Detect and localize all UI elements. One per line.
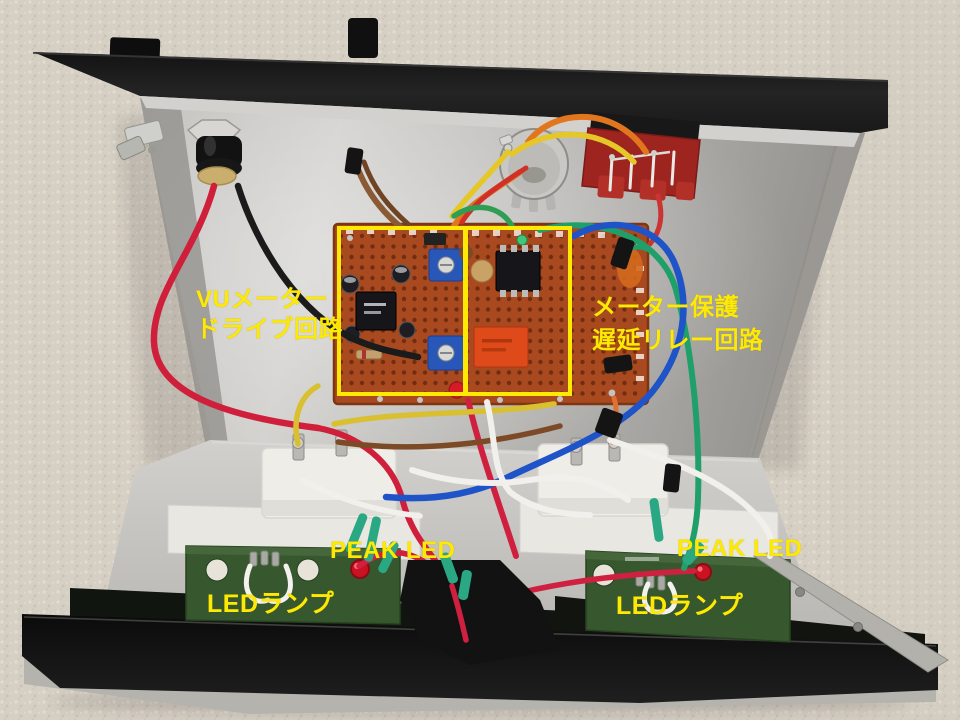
vu-drive-circuit [340,233,465,371]
silkscreen-marking [625,557,659,561]
red-wire [647,193,664,247]
dc-power-jack [186,119,242,186]
white-wire [484,399,593,518]
white-wire [299,477,423,519]
orange-wire [525,113,649,155]
splice-cluster [345,498,705,665]
blue-wire [382,221,687,502]
solder-points [347,235,616,403]
board-hole [296,558,320,582]
white-wire [409,467,631,503]
red-wire [449,583,469,643]
green-led [516,234,528,246]
white-wire [607,437,775,559]
cable-clips [344,147,682,493]
vu-drive-label: VUメーター ドライブ回路 [196,286,343,343]
yellow-wire [331,401,557,427]
peak-led-label-right: PEAK LED [677,535,803,562]
black-wire [234,182,422,361]
green-wire [451,204,515,229]
brown-wire [335,423,563,450]
peak-led-label-left: PEAK LED [330,537,456,564]
led-lamp-label-left: LEDランプ [207,590,335,618]
relay [473,326,529,368]
resistors [249,550,280,567]
back-panel-left-shadow [140,98,228,444]
power-switch [581,112,701,201]
heat-shrink-teal [345,498,705,601]
yellow-wire [509,131,637,165]
board-hole [205,558,229,582]
white-wire [268,563,293,604]
brown-wire [361,159,411,227]
side-bracket-right [752,551,949,673]
potentiometer [499,128,569,212]
red-capacitor [448,381,466,399]
led-lamp-label-right: LEDランプ [616,592,744,620]
peak-led-right-lamp [694,563,712,581]
meter-protect-label: メーター保護 遅延リレー回路 [592,294,764,354]
yellow-wire [449,149,511,219]
lid-foot [109,37,161,59]
white-wire [243,563,271,604]
white-wire [660,581,678,615]
led-board-left [185,545,401,625]
yellow-wire [293,383,321,447]
red-wire [150,182,322,432]
wiring [150,113,775,615]
red-wire [465,397,519,559]
lid-latch-tab [348,18,378,58]
inductor [470,259,494,283]
red-wire [459,165,529,225]
back-panel-right-shadow [748,131,865,460]
ic-dip8-right [495,250,541,292]
input-jack [116,120,164,161]
green-wire [537,222,702,571]
jack-washer [197,166,237,186]
